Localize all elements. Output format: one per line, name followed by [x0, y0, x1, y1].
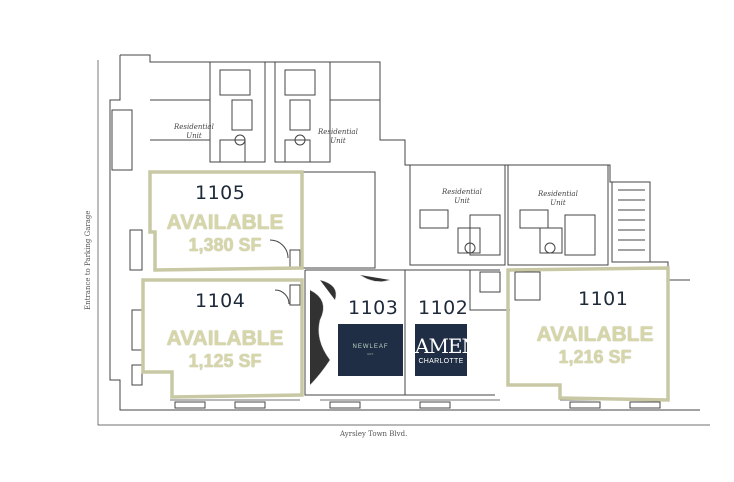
- newleaf-logo: NEWLEAF EST.: [338, 324, 403, 376]
- amen-logo: AMEN CHARLOTTE: [415, 324, 479, 376]
- street-label: Ayrsley Town Blvd.: [340, 430, 408, 438]
- unit-1101-outline[interactable]: [506, 266, 670, 402]
- unit-1102-number: 1102: [418, 297, 469, 319]
- unit-1103-finish: [309, 274, 391, 386]
- unit-1101-number: 1101: [578, 288, 629, 310]
- parking-entrance-label: Entrance to Parking Garage: [84, 210, 92, 310]
- unit-1104-outline[interactable]: [141, 278, 304, 399]
- unit-1104-number: 1104: [195, 290, 246, 312]
- unit-1105-outline[interactable]: [148, 170, 304, 272]
- unit-1103-number: 1103: [348, 297, 399, 319]
- unit-1105-number: 1105: [195, 182, 246, 204]
